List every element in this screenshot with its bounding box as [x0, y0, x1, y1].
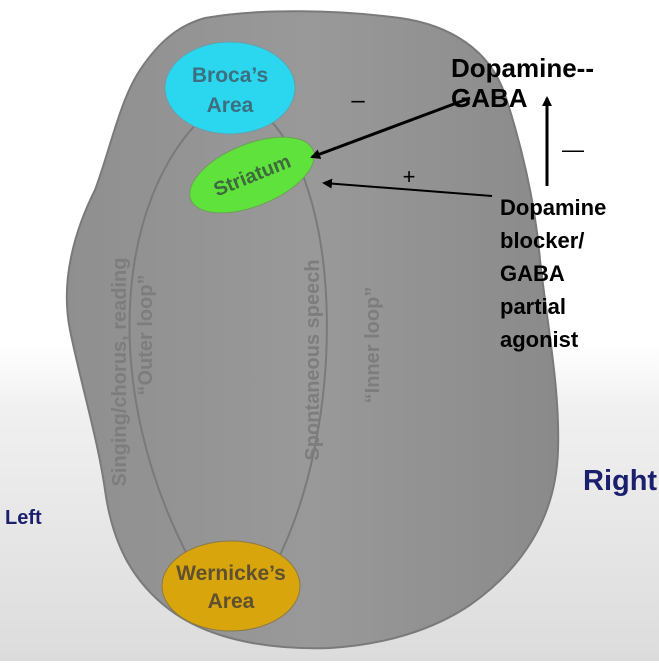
outer-loop-top-label: Singing/chorus, reading: [109, 258, 131, 487]
broca-area: [164, 41, 296, 135]
minus-sign-right: —: [562, 137, 584, 162]
plus-sign: +: [403, 164, 416, 189]
brain-shape: [65, 10, 560, 650]
wernicke-area: [161, 540, 301, 632]
right-label: Right: [583, 465, 658, 497]
broca-label-line1: Broca’s: [192, 64, 268, 87]
arrow-blocker-to-striatum: [322, 178, 493, 197]
dopamine-gaba-label: Dopamine-- GABA: [451, 53, 594, 113]
wernicke-label-line2: Area: [208, 590, 255, 613]
left-label: Left: [5, 507, 42, 529]
wernicke-label-line1: Wernicke’s: [176, 562, 286, 585]
blocker-line1: Dopamine: [500, 195, 607, 220]
arrow-target-to-striatum: [310, 96, 471, 159]
minus-sign-left: –: [351, 87, 365, 114]
dopamine-gaba-line2: GABA: [451, 83, 528, 113]
dopamine-gaba-line1: Dopamine--: [451, 53, 594, 83]
spontaneous-speech-label: Spontaneous speech: [302, 259, 324, 460]
outer-loop-path: [128, 114, 206, 561]
outer-loop-label: “Outer loop”: [135, 274, 157, 395]
inner-loop-label: “Inner loop”: [362, 287, 384, 404]
blocker-line4: partial: [500, 294, 567, 319]
broca-label-line2: Area: [207, 94, 254, 117]
blocker-line5: agonist: [500, 327, 579, 352]
blocker-label: Dopamine blocker/ GABA partial agonist: [500, 191, 606, 356]
blocker-line2: blocker/: [500, 228, 585, 253]
blocker-line3: GABA: [500, 261, 565, 286]
